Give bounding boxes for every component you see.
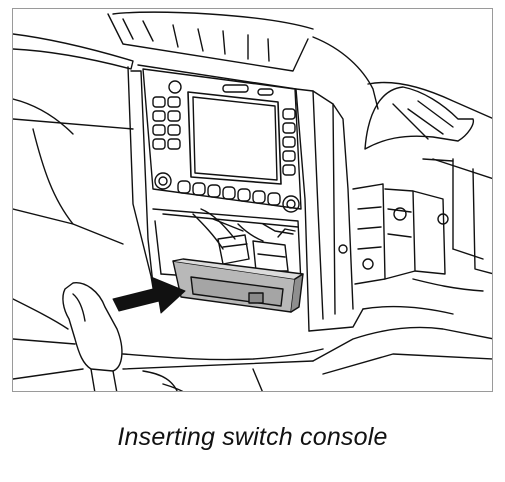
illustration-frame <box>12 8 493 392</box>
switch-console <box>172 258 304 313</box>
console-drawing <box>13 11 492 391</box>
insert-direction-arrow-icon <box>112 276 186 314</box>
dashboard-left <box>13 33 134 245</box>
lower-console <box>122 278 492 391</box>
nav-radio-unit <box>142 68 302 213</box>
figure-caption: Inserting switch console <box>117 423 388 451</box>
air-vents <box>107 11 314 72</box>
dashboard-right <box>312 36 492 275</box>
center-stack <box>127 64 454 332</box>
gear-shifter <box>13 282 123 391</box>
